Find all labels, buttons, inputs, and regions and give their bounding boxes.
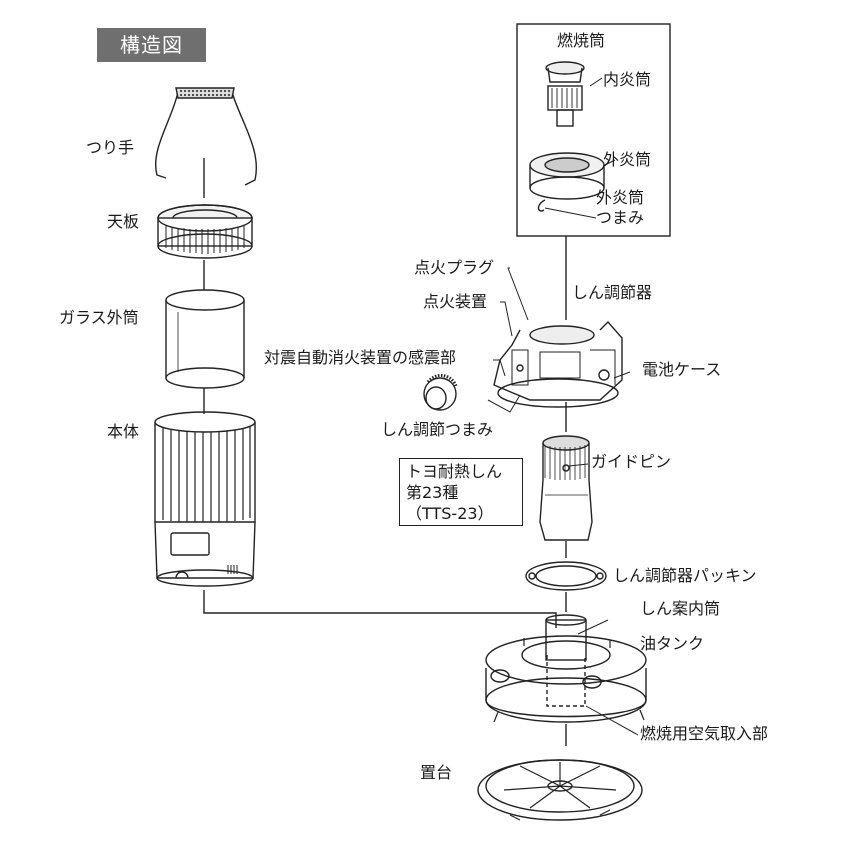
label-wick-adjuster: しん調節器 bbox=[572, 283, 653, 302]
label-battery-case: 電池ケース bbox=[642, 360, 722, 379]
diagram-title: 構造図 bbox=[97, 28, 206, 62]
inner-cylinder-part bbox=[545, 61, 585, 127]
label-stand: 置台 bbox=[420, 763, 453, 782]
leader-seismic bbox=[493, 359, 506, 377]
glass-cylinder-part bbox=[165, 289, 245, 389]
leader-outer-knob bbox=[544, 207, 597, 219]
leader-inner bbox=[589, 77, 603, 87]
wick-spec-box: トヨ耐熱しん 第23種 （TTS-23） bbox=[399, 458, 523, 526]
main-body-part bbox=[154, 411, 256, 587]
leader-plug bbox=[507, 267, 529, 321]
packing-part bbox=[525, 561, 607, 591]
leader-body-tank bbox=[203, 590, 557, 628]
wick-knob-part bbox=[423, 373, 458, 411]
outer-cylinder-part bbox=[529, 152, 605, 212]
label-adjuster-packing: しん調節器パッキン bbox=[613, 566, 757, 585]
label-inner-cylinder: 内炎筒 bbox=[603, 70, 652, 89]
top-plate-part bbox=[157, 204, 253, 259]
label-main-body: 本体 bbox=[107, 422, 140, 441]
wick-spec-line-1: トヨ耐熱しん bbox=[406, 462, 503, 481]
label-wick-knob: しん調節つまみ bbox=[381, 420, 494, 439]
leader-guidetube bbox=[577, 619, 609, 635]
oil-tank-part bbox=[485, 614, 647, 723]
leader-intake bbox=[585, 705, 639, 736]
label-oil-tank: 油タンク bbox=[640, 634, 705, 653]
label-guide-pin: ガイドピン bbox=[591, 452, 672, 471]
label-handle: つり手 bbox=[86, 138, 135, 157]
leader-knob bbox=[487, 394, 521, 413]
leader-igniter bbox=[500, 301, 513, 337]
label-outer-cylinder: 外炎筒 bbox=[603, 150, 652, 169]
wick-part bbox=[539, 435, 593, 541]
label-ignition-plug: 点火プラグ bbox=[414, 258, 495, 277]
label-outer-knob-2: つまみ bbox=[596, 208, 645, 227]
label-wick-guide: しん案内筒 bbox=[640, 599, 721, 618]
stand-part bbox=[477, 759, 643, 821]
label-outer-knob-1: 外炎筒 bbox=[596, 188, 645, 207]
label-seismic-sensor: 対震自動消火装置の感震部 bbox=[264, 348, 457, 367]
label-burner: 燃焼筒 bbox=[557, 31, 606, 50]
wick-spec-line-3: （TTS-23） bbox=[406, 504, 494, 523]
handle-part bbox=[155, 87, 257, 186]
leader-battery bbox=[613, 371, 631, 379]
wick-spec-line-2: 第23種 bbox=[406, 483, 459, 502]
burner-box bbox=[516, 23, 671, 237]
wick-adjuster-part bbox=[493, 320, 623, 408]
leader-outer bbox=[604, 159, 616, 166]
leader-guidepin bbox=[568, 463, 589, 467]
label-glass-cylinder: ガラス外筒 bbox=[59, 308, 139, 327]
label-top-plate: 天板 bbox=[107, 212, 140, 231]
label-igniter: 点火装置 bbox=[423, 292, 488, 311]
label-air-intake: 燃焼用空気取入部 bbox=[640, 724, 769, 743]
